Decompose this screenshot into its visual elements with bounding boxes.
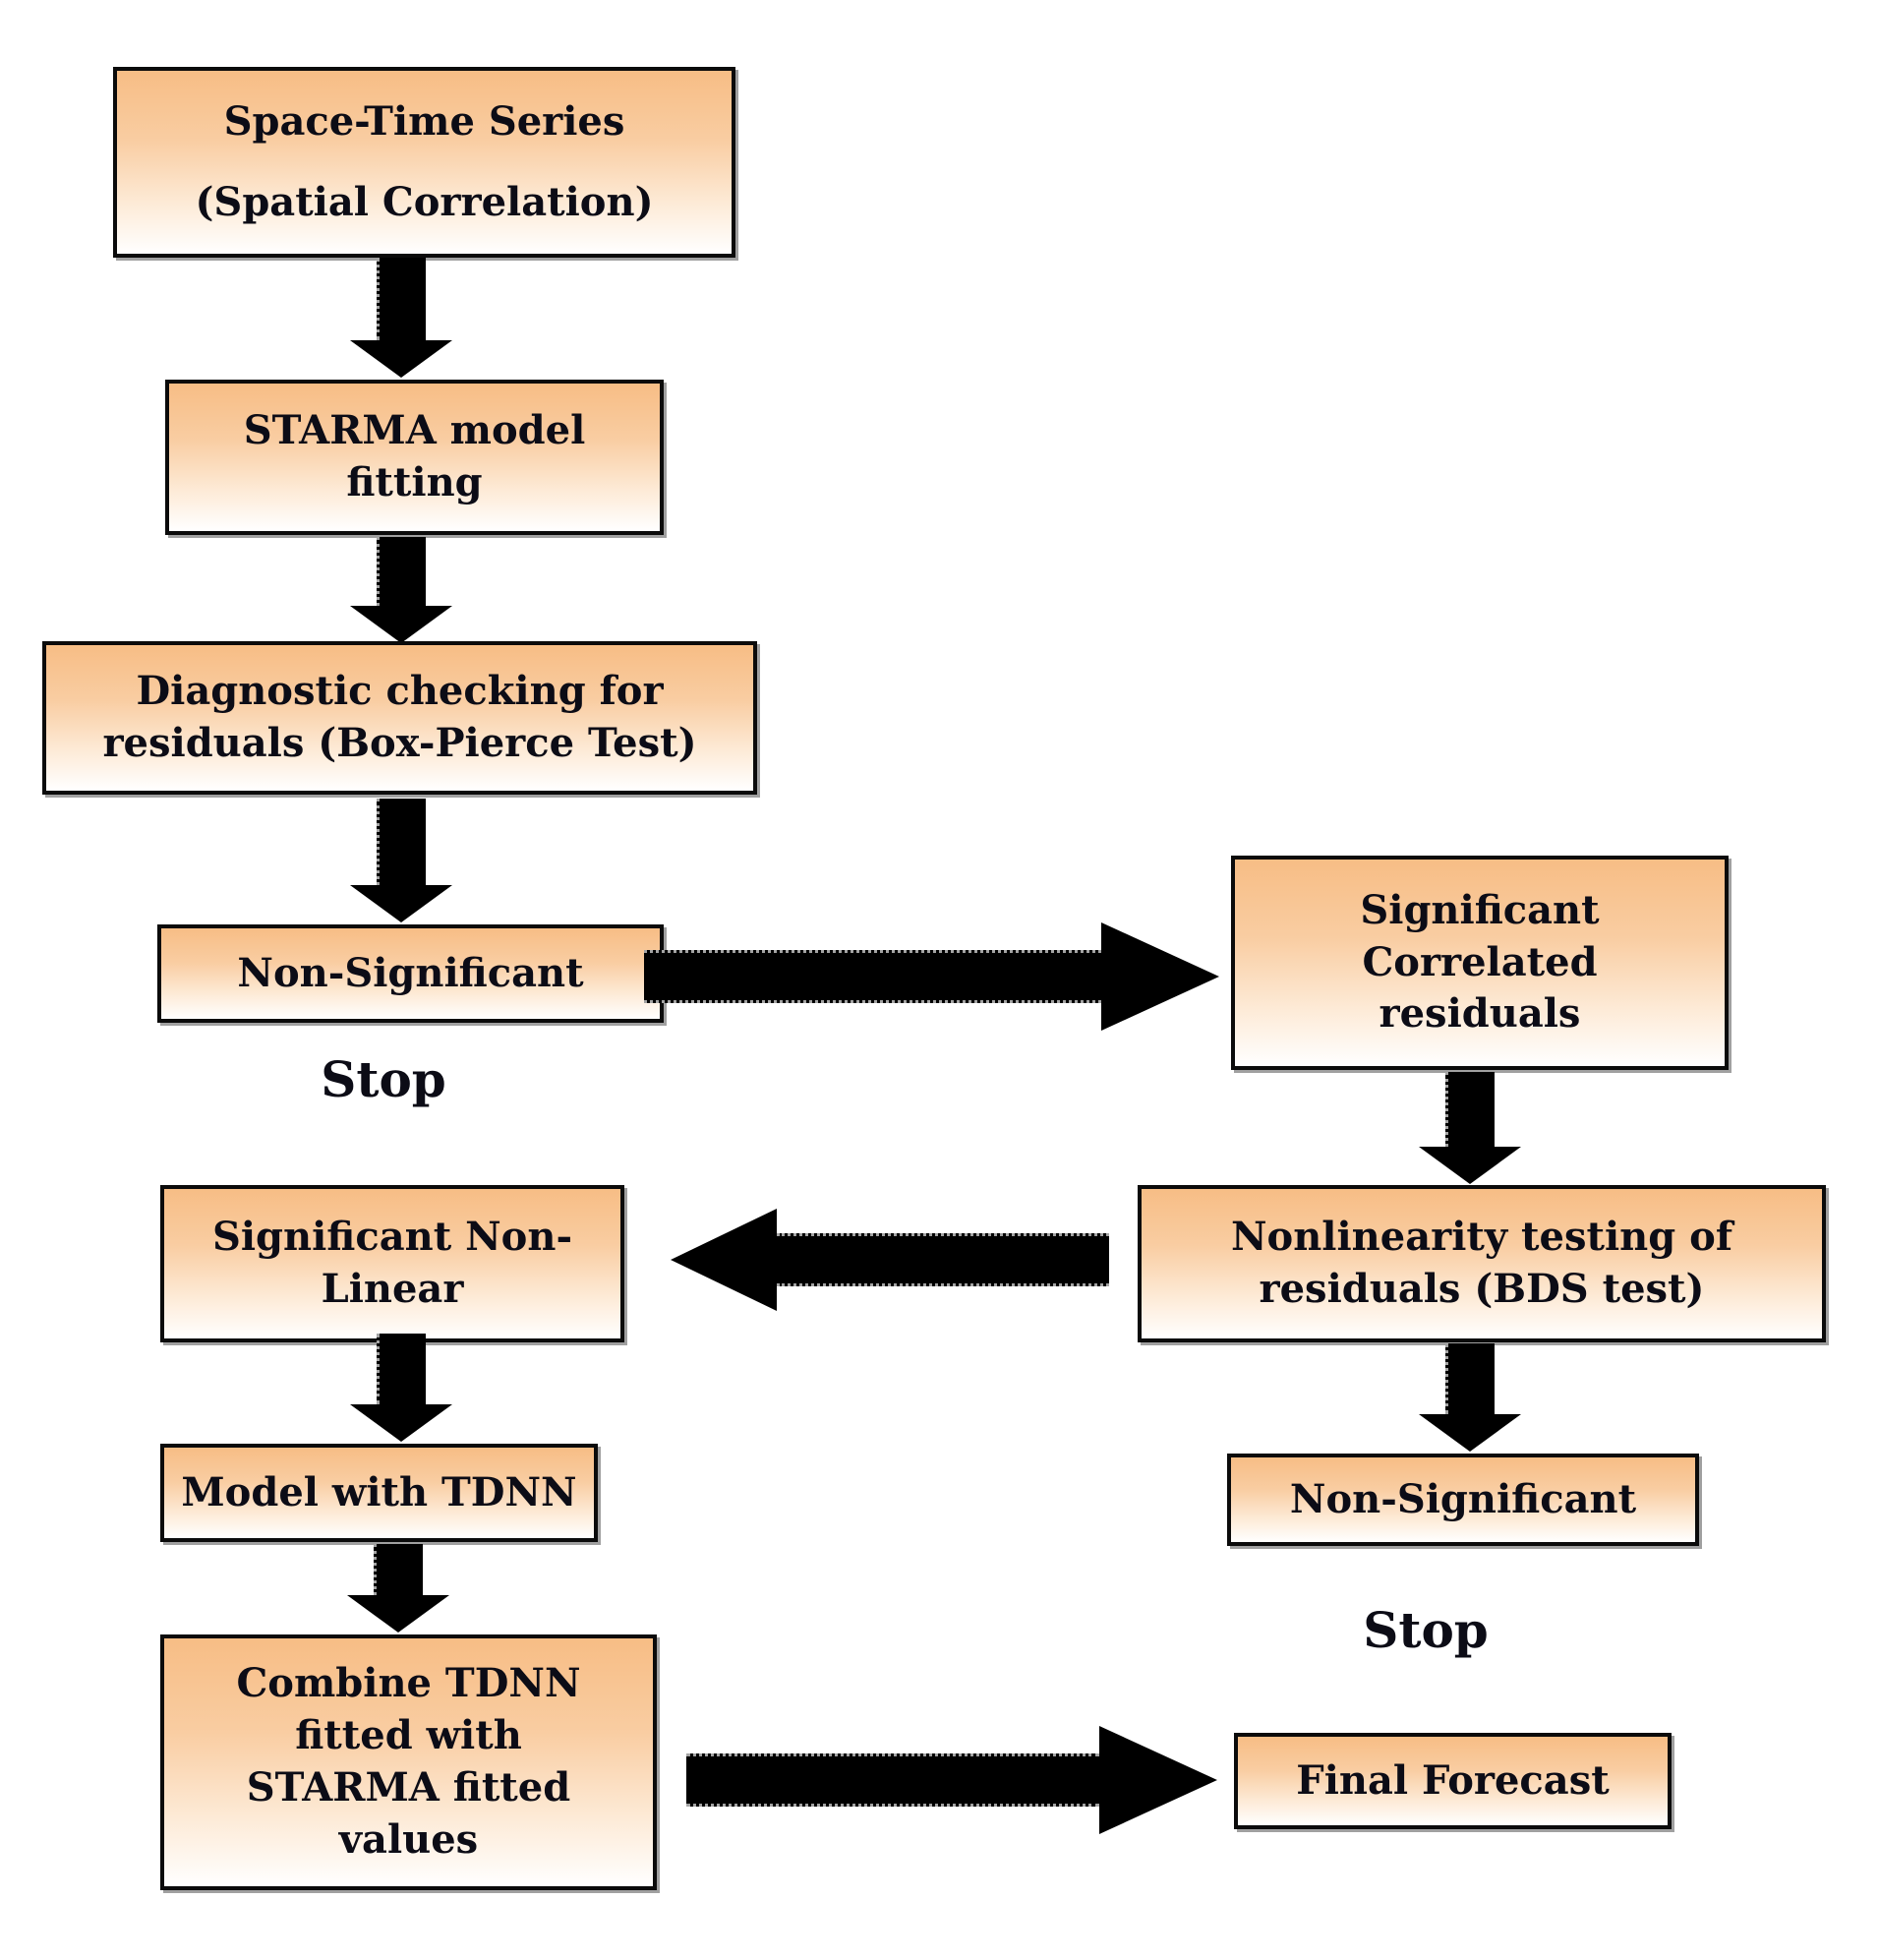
arrow-down-tdnn-to-combine-icon [347, 1544, 449, 1633]
node-space-time-series: Space-Time Series (Spatial Correlation) [113, 67, 735, 258]
node-non-significant-right: Non-Significant [1227, 1454, 1699, 1546]
arrow-down-correlated-to-nonlinearity-icon [1419, 1072, 1521, 1184]
arrow-down-diagnostic-to-non-significant-icon [350, 799, 452, 922]
arrow-down-nonlinear-to-tdnn-icon [350, 1334, 452, 1442]
label-stop-right: Stop [1363, 1601, 1489, 1659]
node-significant-non-linear: Significant Non- Linear [160, 1185, 624, 1342]
node-final-forecast: Final Forecast [1234, 1733, 1672, 1829]
node-significant-correlated-residuals: Significant Correlated residuals [1231, 856, 1729, 1070]
arrow-down-starma-to-diagnostic-icon [350, 537, 452, 643]
arrow-down-space-time-to-starma-icon [350, 258, 452, 378]
node-combine-tdnn-starma: Combine TDNN fitted with STARMA fitted v… [160, 1634, 657, 1890]
arrow-right-to-significant-correlated-icon [644, 922, 1219, 1031]
arrow-down-nonlinearity-to-non-significant-icon [1419, 1343, 1521, 1452]
node-diagnostic-checking: Diagnostic checking for residuals (Box-P… [42, 641, 757, 795]
label-stop-left: Stop [321, 1050, 446, 1108]
node-starma-model-fitting: STARMA model fitting [165, 380, 664, 535]
node-model-with-tdnn: Model with TDNN [160, 1444, 598, 1542]
node-nonlinearity-testing: Nonlinearity testing of residuals (BDS t… [1138, 1185, 1826, 1342]
node-non-significant-left: Non-Significant [157, 924, 664, 1023]
arrow-left-to-significant-non-linear-icon [671, 1209, 1109, 1311]
arrow-right-to-final-forecast-icon [686, 1726, 1217, 1834]
